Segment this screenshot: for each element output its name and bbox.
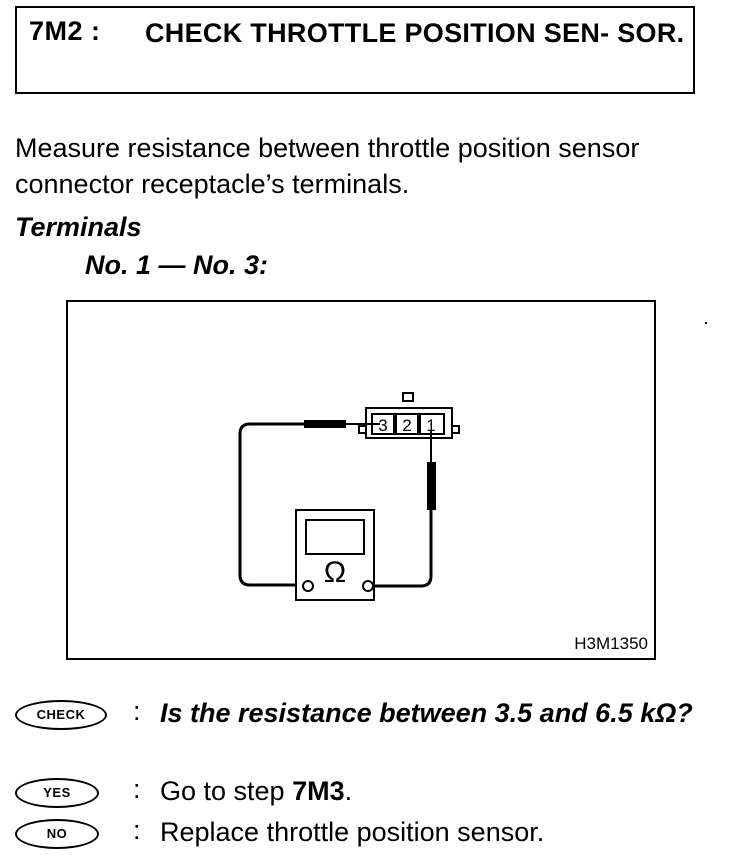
connector-pin-label: 2 (402, 416, 411, 435)
check-badge: CHECK (15, 700, 107, 730)
yes-colon: : (133, 774, 141, 804)
no-row: NO : Replace throttle position sensor. (15, 815, 725, 851)
step-header-box: 7M2 : CHECK THROTTLE POSITION SEN- SOR. (15, 6, 695, 94)
yes-step-ref: 7M3 (292, 776, 345, 806)
yes-text-suffix: . (344, 776, 353, 806)
probe-lead-right (374, 430, 436, 588)
connector-pin-label: 3 (378, 416, 387, 435)
instruction-text: Measure resistance between throttle posi… (15, 133, 640, 199)
yes-text: Go to step 7M3. (160, 774, 725, 808)
terminals-heading: Terminals (15, 212, 142, 242)
step-code: 7M2 : (29, 16, 101, 46)
connector-pin-label: 1 (426, 416, 435, 435)
ohm-symbol: Ω (324, 556, 346, 589)
yes-text-prefix: Go to step (160, 776, 293, 806)
stray-mark (705, 322, 707, 324)
probe-lead-left (238, 420, 380, 587)
no-colon: : (133, 815, 141, 845)
check-colon: : (133, 696, 141, 726)
yes-row: YES : Go to step 7M3. (15, 774, 725, 810)
figure-id: H3M1350 (574, 634, 648, 653)
no-badge: NO (15, 819, 99, 849)
check-row: CHECK : Is the resistance between 3.5 an… (15, 696, 725, 766)
check-question: Is the resistance between 3.5 and 6.5 kΩ… (160, 698, 693, 728)
terminals-pair: No. 1 — No. 3: (85, 250, 269, 280)
step-title: CHECK THROTTLE POSITION SEN- SOR. (145, 18, 685, 48)
no-text: Replace throttle position sensor. (160, 817, 545, 847)
circuit-diagram: 3 2 1 Ω (238, 392, 460, 601)
wiring-figure: 3 2 1 Ω H3M1350 (66, 300, 656, 660)
ohmmeter: Ω (295, 509, 375, 601)
sensor-connector: 3 2 1 (358, 392, 460, 439)
yes-badge: YES (15, 778, 99, 808)
